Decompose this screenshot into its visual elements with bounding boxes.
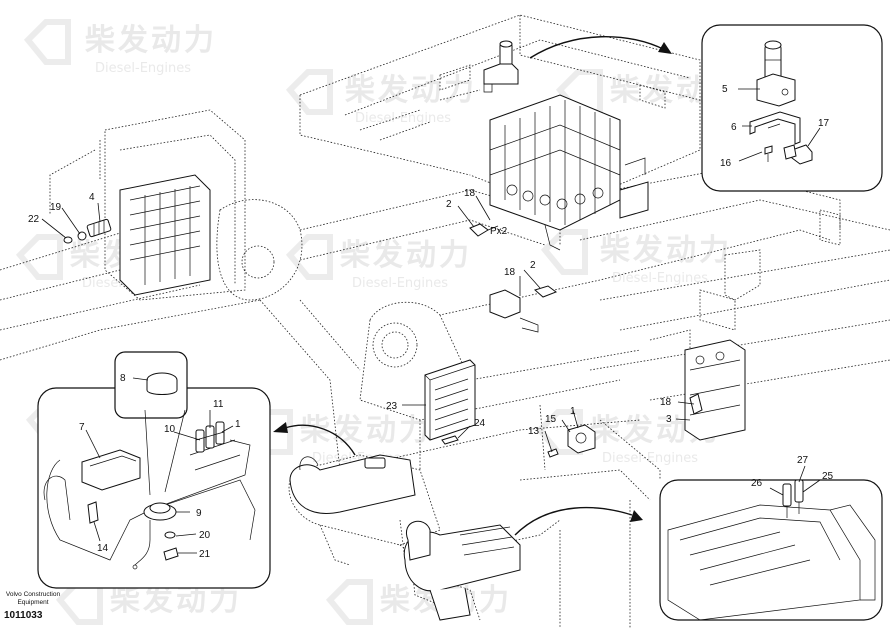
part-label-18-middle: 18 xyxy=(504,267,516,278)
part-label-18-upper: 18 xyxy=(464,188,476,199)
part-label-1-inset: 1 xyxy=(235,419,241,430)
inset-left xyxy=(37,351,271,589)
px2-label: Px2 xyxy=(490,226,508,237)
arrow-head-icon xyxy=(630,510,643,522)
watermark-brand-en: Diesel-Engines xyxy=(612,271,708,286)
watermark-layer: 柴发动力 Diesel-Engines 柴发动力 Diesel-Engines … xyxy=(15,19,739,625)
part-label-10: 10 xyxy=(164,424,176,435)
inset-bottom-right xyxy=(659,465,883,621)
watermark-1: 柴发动力 Diesel-Engines xyxy=(23,19,217,76)
part-label-1-main: 1 xyxy=(570,406,576,417)
part-label-21: 21 xyxy=(199,549,211,560)
part-label-5: 5 xyxy=(722,84,728,95)
callout-arrows xyxy=(273,35,672,536)
part-label-15: 15 xyxy=(545,414,557,425)
part-label-9: 9 xyxy=(196,508,202,519)
switch-assembly-right xyxy=(547,424,596,458)
pressure-switch-top xyxy=(483,40,519,93)
watermark-brand-cn: 柴发动力 xyxy=(340,238,472,273)
part-label-2-upper: 2 xyxy=(446,199,452,210)
part-label-24: 24 xyxy=(474,418,486,429)
watermark-6: 柴发动力 Diesel-Engines xyxy=(540,229,732,286)
arrow-head-icon xyxy=(273,422,288,433)
valve-group-right xyxy=(684,339,746,441)
part-label-8: 8 xyxy=(120,373,126,384)
part-label-14: 14 xyxy=(97,543,109,554)
part-label-2-middle: 2 xyxy=(530,260,536,271)
watermark-brand-en: Diesel-Engines xyxy=(95,61,191,76)
watermark-brand-cn: 柴发动力 xyxy=(600,233,732,268)
manufacturer-caption: Volvo Construction Equipment xyxy=(5,591,61,606)
watermark-logo-icon xyxy=(540,229,588,275)
watermark-logo-icon xyxy=(15,234,63,280)
arrow-to-top-right-inset xyxy=(529,35,666,59)
part-label-17: 17 xyxy=(818,118,830,129)
part-label-13: 13 xyxy=(528,426,540,437)
watermark-brand-en: Diesel-Engines xyxy=(352,276,448,291)
control-valve-block xyxy=(489,94,649,251)
part-label-20: 20 xyxy=(199,530,211,541)
part-label-23: 23 xyxy=(386,401,398,412)
part-label-27: 27 xyxy=(797,455,809,466)
watermark-brand-cn: 柴发动力 xyxy=(345,73,477,108)
watermark-brand-cn: 柴发动力 xyxy=(85,23,217,58)
part-label-16: 16 xyxy=(720,158,732,169)
watermark-brand-cn: 柴发动力 xyxy=(110,583,242,618)
part-label-22: 22 xyxy=(28,214,40,225)
watermark-brand-cn: 柴发动力 xyxy=(300,413,432,448)
watermark-2: 柴发动力 Diesel-Engines xyxy=(285,69,477,126)
arrow-to-left-inset xyxy=(284,424,356,456)
part-label-4: 4 xyxy=(89,192,95,203)
main-leaders xyxy=(41,195,695,453)
inset-top-right xyxy=(701,24,883,192)
arrow-head-icon xyxy=(658,42,672,54)
part-label-3: 3 xyxy=(666,414,672,425)
part-label-7: 7 xyxy=(79,422,85,433)
part-label-6: 6 xyxy=(731,122,737,133)
part-label-11: 11 xyxy=(213,399,224,410)
fitting-upper xyxy=(469,223,499,237)
main-view-components xyxy=(63,40,746,621)
watermark-logo-icon xyxy=(325,579,373,625)
watermark-brand-en: Diesel-Engines xyxy=(355,111,451,126)
part-labels: 22 19 4 18 2 Px2 2 18 18 3 23 24 13 15 1… xyxy=(28,84,834,560)
watermark-logo-icon xyxy=(285,234,333,280)
watermark-logo-icon xyxy=(23,19,71,65)
fitting-middle xyxy=(489,285,558,333)
watermark-logo-icon xyxy=(285,69,333,115)
joystick-console-lower xyxy=(403,520,521,621)
controller-box-left xyxy=(63,174,211,296)
joystick-console-main xyxy=(289,454,416,514)
watermark-5: 柴发动力 Diesel-Engines xyxy=(285,234,472,291)
watermark-brand-en: Diesel-Engines xyxy=(602,451,698,466)
part-label-25: 25 xyxy=(822,471,834,482)
arrow-to-bottom-right-inset xyxy=(514,506,633,536)
ecu-box xyxy=(424,359,476,445)
illustration-number: 1011033 xyxy=(4,610,43,621)
part-label-26: 26 xyxy=(751,478,763,489)
part-label-18-right: 18 xyxy=(660,397,672,408)
part-label-19: 19 xyxy=(50,202,62,213)
